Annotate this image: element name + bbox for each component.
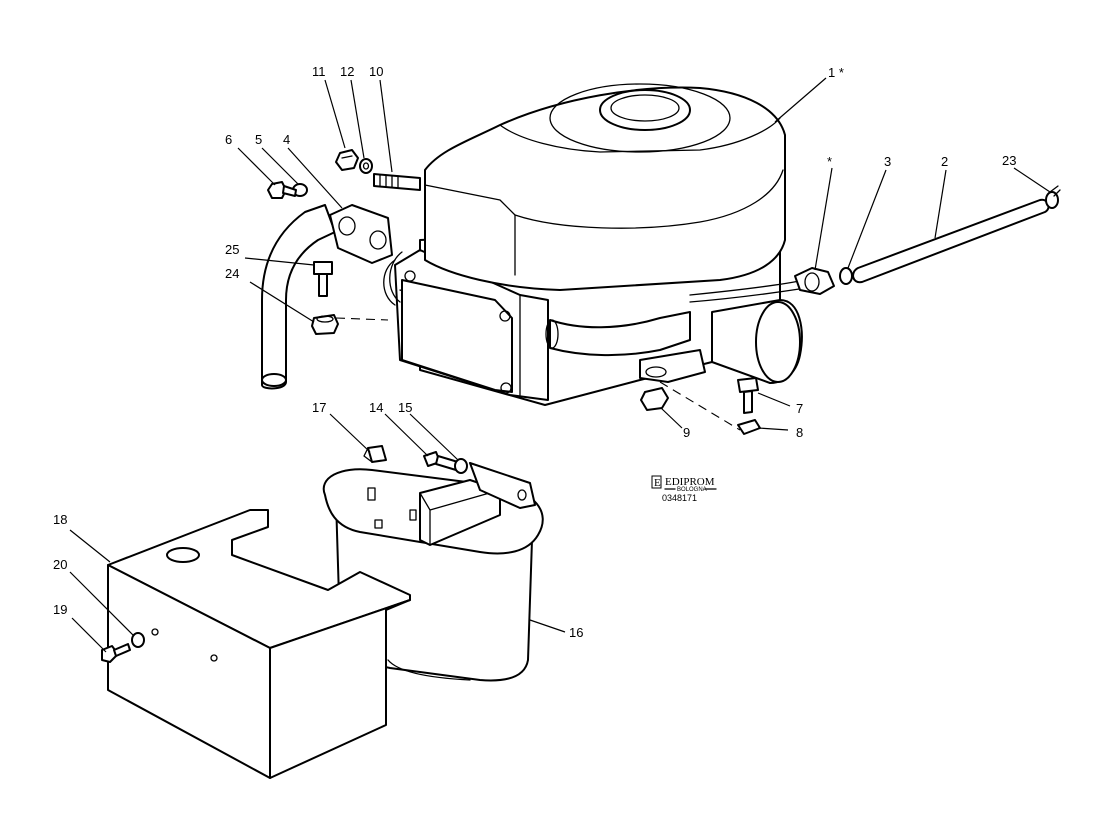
callout-4: 4 xyxy=(283,132,290,147)
washer-15 xyxy=(454,458,468,474)
callout-7: 7 xyxy=(796,401,803,416)
clamp-23 xyxy=(1045,185,1061,209)
washer-12 xyxy=(359,158,373,174)
callout-16: 16 xyxy=(569,625,583,640)
exhaust-pipe xyxy=(261,204,393,390)
fuel-hose xyxy=(852,198,1050,284)
logo-mark: E xyxy=(654,477,661,489)
nut-9 xyxy=(640,387,669,411)
fuel-filter xyxy=(794,267,835,295)
leader-lines xyxy=(69,77,1051,653)
callout-15: 15 xyxy=(398,400,412,415)
washer-8 xyxy=(737,419,761,435)
nut-11 xyxy=(335,149,359,171)
bolt-6 xyxy=(267,181,287,199)
callout-17: 17 xyxy=(312,400,326,415)
callout-star: * xyxy=(827,154,832,169)
callout-14: 14 xyxy=(369,400,383,415)
publisher-logo: E EDIPROM BOLOGNA 0348171 xyxy=(651,475,717,503)
callout-labels: 1 * * 2 3 4 5 6 7 8 9 10 11 12 14 15 16 … xyxy=(53,64,1016,640)
callout-19: 19 xyxy=(53,602,67,617)
heat-shield xyxy=(107,509,411,779)
callout-3: 3 xyxy=(884,154,891,169)
logo-name: EDIPROM xyxy=(665,476,715,488)
callout-2: 2 xyxy=(941,154,948,169)
bolt-7 xyxy=(737,377,759,414)
drawing-code: 0348171 xyxy=(662,493,697,503)
threaded-stud xyxy=(373,173,421,191)
callout-18: 18 xyxy=(53,512,67,527)
nut-24 xyxy=(311,314,339,335)
bolt-19 xyxy=(101,643,131,663)
callout-23: 23 xyxy=(1002,153,1016,168)
callout-6: 6 xyxy=(225,132,232,147)
callout-24: 24 xyxy=(225,266,239,281)
callout-25: 25 xyxy=(225,242,239,257)
callout-5: 5 xyxy=(255,132,262,147)
logo-sub: BOLOGNA xyxy=(677,487,707,493)
engine-assembly xyxy=(383,83,807,406)
callout-1: 1 * xyxy=(828,65,844,80)
washer-20 xyxy=(131,632,145,648)
callout-11: 11 xyxy=(312,64,326,79)
callout-8: 8 xyxy=(796,425,803,440)
bolt-25 xyxy=(313,261,333,297)
callout-9: 9 xyxy=(683,425,690,440)
callout-20: 20 xyxy=(53,557,67,572)
callout-10: 10 xyxy=(369,64,383,79)
hose-clamp xyxy=(839,267,853,285)
clip-17 xyxy=(363,445,387,463)
callout-12: 12 xyxy=(340,64,354,79)
